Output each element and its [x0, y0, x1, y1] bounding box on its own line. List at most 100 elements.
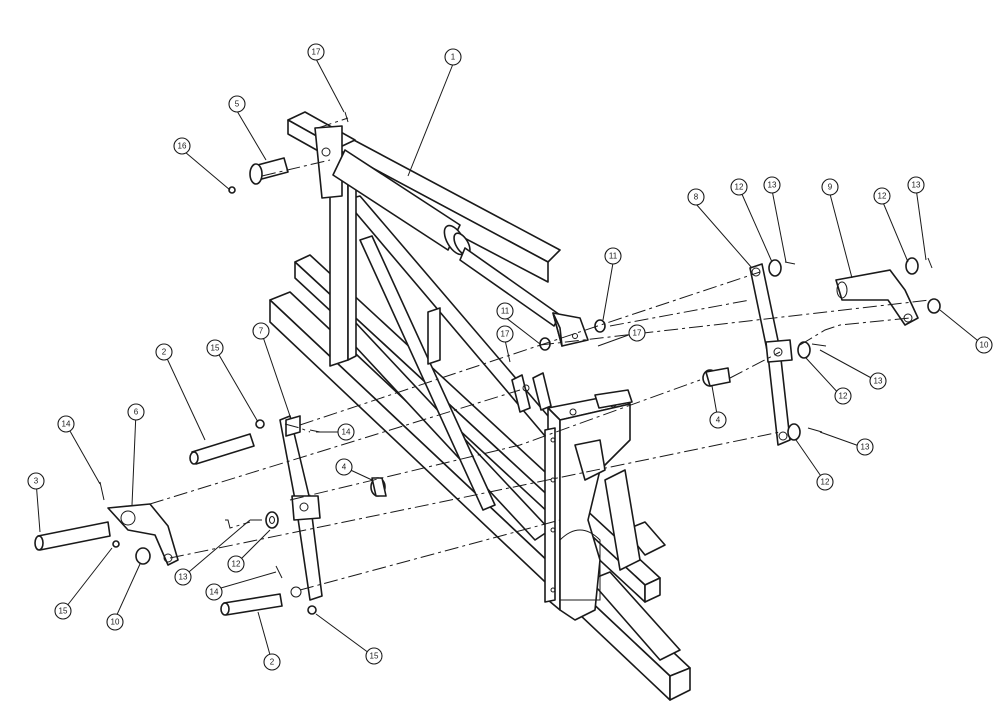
callout-number: 12	[735, 183, 744, 192]
callout-number: 12	[839, 392, 848, 401]
callout-balloon	[816, 473, 834, 491]
callout-number: 2	[270, 658, 275, 667]
callout-14-b: 14	[337, 423, 355, 441]
washer-10-right	[927, 298, 941, 314]
pin-5-head	[249, 163, 263, 185]
callout-number: 14	[210, 588, 219, 597]
cross-brace	[359, 235, 496, 511]
callout-5: 5	[228, 95, 246, 113]
callout-balloon	[27, 472, 45, 490]
callout-balloon	[709, 411, 727, 429]
nut-15-left	[112, 540, 120, 548]
callout-number: 12	[878, 192, 887, 201]
callout-7: 7	[252, 322, 270, 340]
left-linkage	[34, 415, 387, 616]
callout-balloon	[856, 438, 874, 456]
callout-number: 1	[451, 53, 456, 62]
washer-12-r1	[768, 259, 782, 277]
callout-number: 2	[162, 348, 167, 357]
callout-10-right: 10	[975, 336, 993, 354]
callout-number: 9	[828, 183, 833, 192]
callout-1: 1	[444, 48, 462, 66]
nut-15-lower	[307, 605, 317, 615]
callout-number: 10	[111, 618, 120, 627]
callout-number: 13	[768, 181, 777, 190]
callout-balloon	[227, 555, 245, 573]
upper-mount-plate	[314, 125, 343, 199]
callout-11-lower: 11	[496, 302, 514, 320]
callout-balloon	[263, 653, 281, 671]
callout-balloon	[365, 647, 383, 665]
callout-number: 15	[59, 607, 68, 616]
callout-balloon	[834, 387, 852, 405]
upper-pin-assembly	[228, 111, 349, 194]
washer-11-right	[594, 319, 606, 333]
bracket-9	[835, 269, 919, 326]
pin-3	[37, 521, 111, 551]
callout-balloon	[174, 568, 192, 586]
callout-15-b: 15	[54, 602, 72, 620]
callout-11-upper: 11	[604, 247, 622, 265]
callout-number: 17	[312, 48, 321, 57]
callout-balloon	[444, 48, 462, 66]
callout-17-a: 17	[307, 43, 325, 61]
cylinder-rod	[459, 247, 561, 327]
callout-number: 15	[211, 344, 220, 353]
callout-balloon	[496, 302, 514, 320]
callout-number: 13	[179, 573, 188, 582]
callout-number: 15	[370, 652, 379, 661]
callout-number: 5	[235, 100, 240, 109]
washer-10-left	[135, 547, 151, 565]
callout-number: 13	[861, 443, 870, 452]
callout-balloon	[106, 613, 124, 631]
callout-12-b: 12	[873, 187, 891, 205]
callout-17-b: 17	[496, 325, 514, 343]
callout-number: 14	[62, 420, 71, 429]
hitch-plate-front	[559, 403, 631, 621]
callout-number: 7	[259, 327, 264, 336]
callout-number: 17	[633, 329, 642, 338]
callout-number: 6	[134, 408, 139, 417]
callout-8: 8	[687, 188, 705, 206]
callout-9: 9	[821, 178, 839, 196]
callout-balloon	[687, 188, 705, 206]
rear-rail-stub	[589, 571, 681, 661]
callout-balloon	[155, 343, 173, 361]
callout-number: 14	[342, 428, 351, 437]
callout-number: 4	[342, 463, 347, 472]
callout-balloon	[127, 403, 145, 421]
callout-number: 10	[980, 341, 989, 350]
callout-number: 8	[694, 193, 699, 202]
callout-balloon	[873, 187, 891, 205]
callout-12-d: 12	[816, 473, 834, 491]
callout-number: 3	[34, 477, 39, 486]
callout-number: 11	[609, 252, 618, 261]
callout-balloon	[975, 336, 993, 354]
callout-13-c: 13	[869, 372, 887, 390]
assembly-centerlines	[149, 117, 931, 591]
callout-17-c: 17	[628, 324, 646, 342]
washer-12-left	[265, 511, 279, 529]
callout-3: 3	[27, 472, 45, 490]
callout-16: 16	[173, 137, 191, 155]
callout-number: 4	[716, 416, 721, 425]
callout-2-lower: 2	[263, 653, 281, 671]
callout-balloon	[907, 176, 925, 194]
callout-10-left: 10	[106, 613, 124, 631]
callout-balloon	[763, 176, 781, 194]
callout-balloon	[604, 247, 622, 265]
callout-12-c: 12	[834, 387, 852, 405]
pin-2-lower	[223, 593, 283, 616]
callout-balloon	[821, 178, 839, 196]
right-linkage	[539, 257, 941, 446]
callout-balloon	[205, 583, 223, 601]
callout-balloon	[173, 137, 191, 155]
callout-number: 12	[821, 478, 830, 487]
callout-balloon	[337, 423, 355, 441]
callout-13-b: 13	[907, 176, 925, 194]
callout-2-upper: 2	[155, 343, 173, 361]
pin-2-upper	[191, 433, 255, 465]
callout-6: 6	[127, 403, 145, 421]
callout-14-c: 14	[205, 583, 223, 601]
